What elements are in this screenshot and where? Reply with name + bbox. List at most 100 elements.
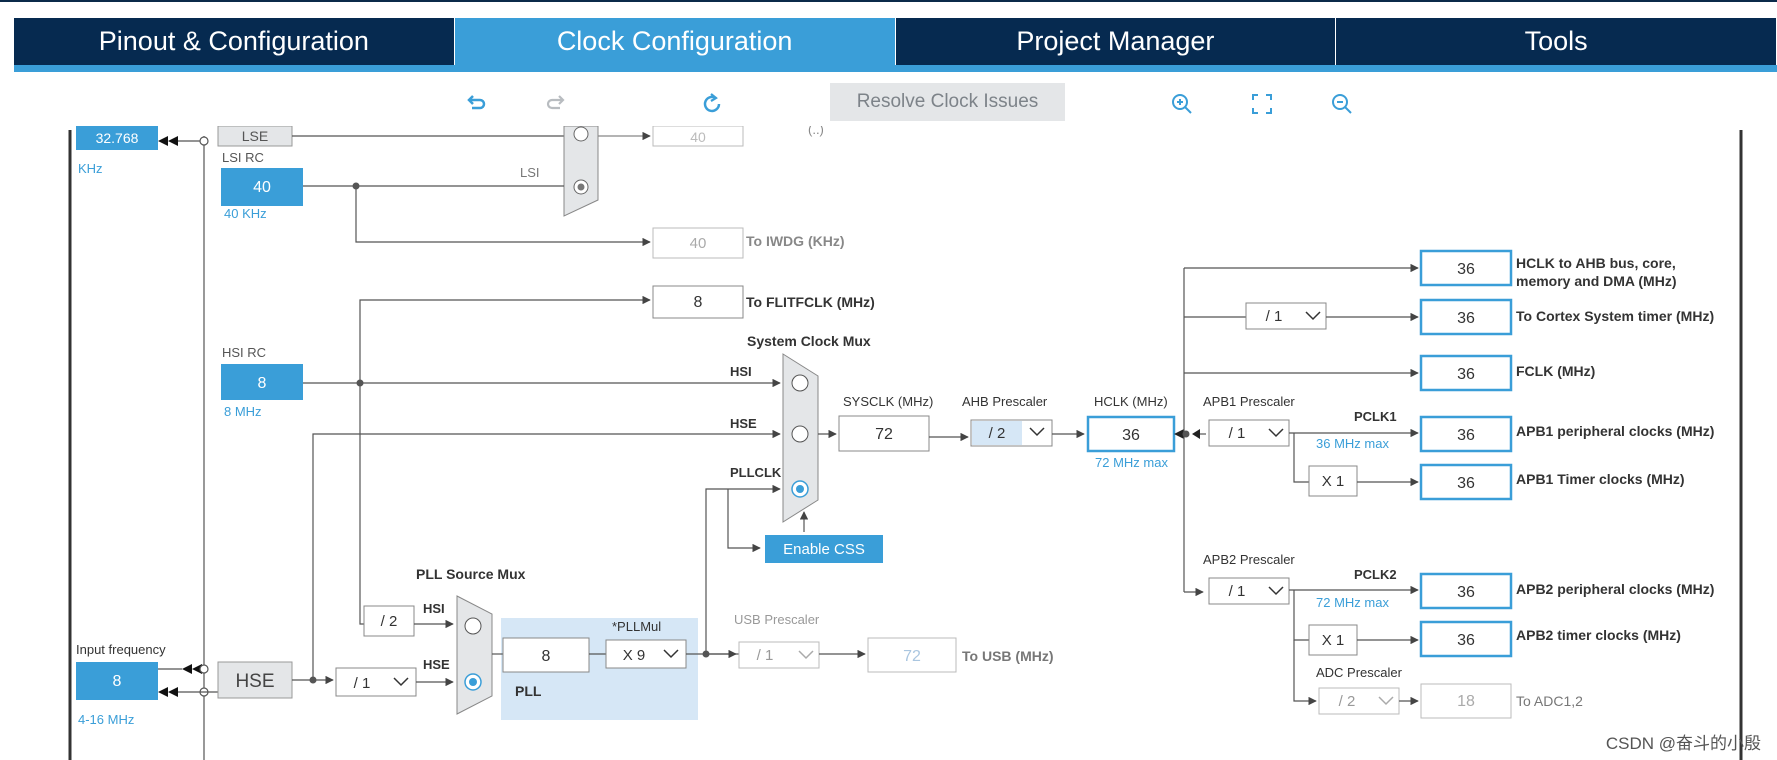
hse-input-value: 8 (113, 673, 122, 690)
sysclk-box (838, 415, 930, 452)
lse-unit: KHz (78, 161, 103, 176)
tab-underline (14, 65, 1777, 72)
pll-source-mux (456, 595, 493, 715)
ahb-prescaler-label: AHB Prescaler (962, 394, 1048, 409)
system-clock-mux-title: System Clock Mux (747, 333, 871, 349)
tab-pinout[interactable]: Pinout & Configuration (14, 18, 455, 65)
output-apb1-timer: 36 APB1 Timer clocks (MHz) (1419, 463, 1685, 501)
svg-text:APB1 Timer clocks (MHz): APB1 Timer clocks (MHz) (1516, 471, 1685, 487)
usb-prescaler-select[interactable] (738, 641, 820, 669)
pllmul-label: *PLLMul (612, 619, 661, 634)
redo-icon[interactable] (542, 90, 570, 118)
pll-source-mux-title: PLL Source Mux (416, 566, 526, 582)
chevron-down-icon (798, 650, 814, 660)
apb1-prescaler-label: APB1 Prescaler (1203, 394, 1295, 409)
main-tabs: Pinout & Configuration Clock Configurati… (14, 18, 1777, 65)
flitf-value: 8 (694, 294, 703, 311)
pll-src-option-hsi[interactable] (464, 617, 482, 635)
chevron-down-icon (1378, 696, 1394, 706)
rtc-mux-option-1[interactable] (573, 126, 589, 142)
svg-text:APB2 timer clocks (MHz): APB2 timer clocks (MHz) (1516, 627, 1681, 643)
lse-value: 32.768 (96, 130, 139, 146)
chevron-down-icon (1029, 427, 1045, 437)
rtc-output-box (652, 126, 744, 147)
rtc-label-fragment: (..) (808, 126, 824, 137)
hse-input-box[interactable] (76, 662, 158, 700)
hsi-value: 8 (258, 375, 267, 392)
lse-label: LSE (242, 128, 268, 144)
hsi-rc-box[interactable] (221, 364, 303, 400)
lse-arrows (158, 136, 178, 146)
watermark: CSDN @奋斗的小殷 (1605, 734, 1761, 753)
pll-input-box (502, 637, 590, 673)
chevron-down-icon (1268, 428, 1284, 438)
adc-value: / 2 (1339, 693, 1356, 710)
svg-text:36: 36 (1457, 427, 1475, 444)
hse-label: HSE (235, 671, 274, 692)
hse-range: 4-16 MHz (78, 712, 134, 727)
rtc-value: 40 (690, 129, 706, 145)
output-hclk-ahb: 36 HCLK to AHB bus, core, memory and DMA… (1419, 249, 1677, 289)
top-strip (0, 0, 1777, 2)
zoom-out-icon[interactable] (1328, 90, 1356, 118)
zoom-in-icon[interactable] (1168, 90, 1196, 118)
svg-text:36: 36 (1457, 310, 1475, 327)
adc-output-box (1420, 683, 1512, 719)
output-apb2-timer: 36 APB2 timer clocks (MHz) (1419, 620, 1681, 658)
resolve-clock-issues-button[interactable]: Resolve Clock Issues (830, 83, 1065, 121)
apb2-prescaler-label: APB2 Prescaler (1203, 552, 1295, 567)
apb2-value: / 1 (1229, 583, 1246, 600)
pll-src-hsi-label: HSI (423, 601, 445, 616)
hclk-label: HCLK (MHz) (1094, 394, 1168, 409)
refresh-icon[interactable] (698, 90, 726, 118)
tab-tools[interactable]: Tools (1336, 18, 1777, 65)
svg-text:APB2 peripheral clocks (MHz): APB2 peripheral clocks (MHz) (1516, 581, 1714, 597)
adc-prescaler-select[interactable] (1318, 687, 1400, 715)
pllmul-value: X 9 (623, 647, 646, 664)
clock-tree-diagram: 32.768 KHz LSE 40 (..) LSI RC 40 40 KHz … (68, 126, 1743, 760)
lse-input-box[interactable] (76, 126, 158, 150)
svg-text:36: 36 (1457, 475, 1475, 492)
tab-clock-configuration[interactable]: Clock Configuration (454, 18, 896, 65)
iwdg-value: 40 (690, 235, 707, 252)
svg-text:36: 36 (1457, 261, 1475, 278)
mux-pllclk-label: PLLCLK (730, 465, 782, 480)
hse-prediv-select[interactable] (335, 667, 417, 697)
undo-icon[interactable] (462, 90, 490, 118)
apb2-prescaler-select[interactable] (1208, 577, 1290, 605)
lsi-freq: 40 KHz (224, 206, 267, 221)
usb-output-box (867, 637, 957, 673)
sys-mux-option-hse[interactable] (791, 425, 809, 443)
svg-text:36: 36 (1457, 366, 1475, 383)
usb-prescaler-label: USB Prescaler (734, 612, 820, 627)
enable-css-button[interactable] (765, 535, 883, 563)
svg-text:To Cortex System timer (MHz): To Cortex System timer (MHz) (1516, 308, 1714, 324)
lsi-rc-label: LSI RC (222, 150, 264, 165)
sys-mux-option-hsi[interactable] (791, 374, 809, 392)
fit-screen-icon[interactable] (1248, 90, 1276, 118)
pll-src-hse-label: HSE (423, 657, 450, 672)
output-cortex-timer: 36 To Cortex System timer (MHz) (1419, 298, 1714, 336)
adc-out-value: 18 (1457, 693, 1475, 710)
adc-to-label: To ADC1,2 (1516, 693, 1583, 709)
usb-value: 72 (903, 648, 921, 665)
lsi-rc-box[interactable] (221, 168, 303, 206)
pclk2-max: 72 MHz max (1316, 595, 1389, 610)
chevron-down-icon (393, 677, 409, 687)
svg-text:memory and DMA (MHz): memory and DMA (MHz) (1516, 273, 1677, 289)
chevron-down-icon (1305, 311, 1321, 321)
flitf-output-box (652, 285, 744, 319)
chevron-down-icon (1268, 586, 1284, 596)
svg-text:HCLK to AHB bus, core,: HCLK to AHB bus, core, (1516, 255, 1676, 271)
apb1-timer-multiplier (1308, 465, 1358, 497)
output-apb1-peripheral: 36 APB1 peripheral clocks (MHz) (1419, 415, 1714, 453)
pclk1-label: PCLK1 (1354, 409, 1397, 424)
hclk-value: 36 (1122, 427, 1140, 444)
hsi-freq: 8 MHz (224, 404, 262, 419)
pll-input-value: 8 (542, 648, 551, 665)
pll-label: PLL (515, 683, 542, 699)
mux-hsi-label: HSI (730, 364, 752, 379)
tab-project-manager[interactable]: Project Manager (896, 18, 1337, 65)
cortex-timer-divider-select[interactable] (1245, 302, 1327, 330)
apb1-prescaler-select[interactable] (1208, 419, 1290, 447)
